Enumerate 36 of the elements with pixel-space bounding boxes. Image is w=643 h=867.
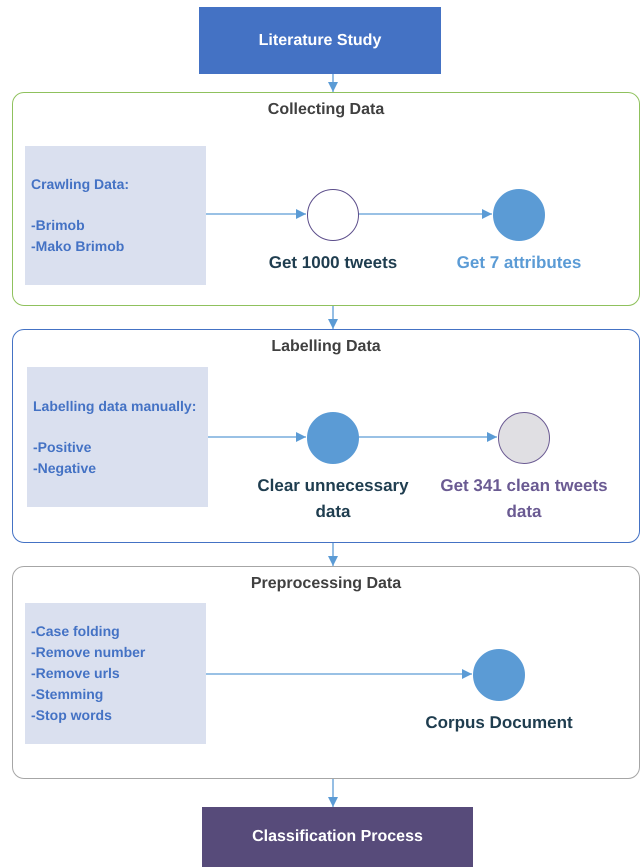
- list-text: -Remove urls: [31, 664, 121, 683]
- list-text: -Negative: [33, 458, 98, 478]
- process-box: Classification Process: [202, 807, 473, 867]
- list-text: -Case folding: [31, 622, 121, 641]
- stage-title: Labelling Data: [270, 338, 382, 356]
- stage-title: Preprocessing Data: [250, 575, 402, 593]
- arrow: [328, 74, 338, 92]
- stage-panel: [12, 329, 640, 543]
- node-label: Clear unnecessary data: [256, 475, 410, 523]
- list-text: -Mako Brimob: [31, 237, 126, 256]
- node-label: Corpus Document: [424, 712, 574, 734]
- list-text: -Stemming: [31, 685, 104, 704]
- list-text: Crawling Data:: [31, 175, 130, 194]
- list-text: -Stop words: [31, 706, 113, 725]
- list-text: -Brimob: [31, 216, 86, 235]
- process-box: Literature Study: [199, 7, 441, 74]
- list-text: -Positive: [33, 438, 92, 456]
- arrow: [358, 432, 497, 442]
- node-label: Get 341 clean tweets data: [439, 475, 609, 523]
- stage-panel: [12, 566, 640, 779]
- arrow: [358, 209, 492, 219]
- step-list-box: [27, 367, 208, 507]
- arrow: [205, 669, 472, 679]
- step-list-box: [25, 146, 206, 285]
- arrow: [328, 543, 338, 566]
- node-label: Get 1000 tweets: [268, 252, 398, 274]
- step-list-box: [25, 603, 206, 744]
- list-text: Labelling data manually:: [33, 396, 198, 416]
- node-label: Get 7 attributes: [456, 252, 582, 274]
- arrow: [205, 209, 306, 219]
- stage-title: Collecting Data: [266, 101, 386, 119]
- arrow: [328, 779, 338, 807]
- list-text: -Remove number: [31, 643, 146, 662]
- arrow: [328, 306, 338, 329]
- arrow: [207, 432, 306, 442]
- stage-panel: [12, 92, 640, 306]
